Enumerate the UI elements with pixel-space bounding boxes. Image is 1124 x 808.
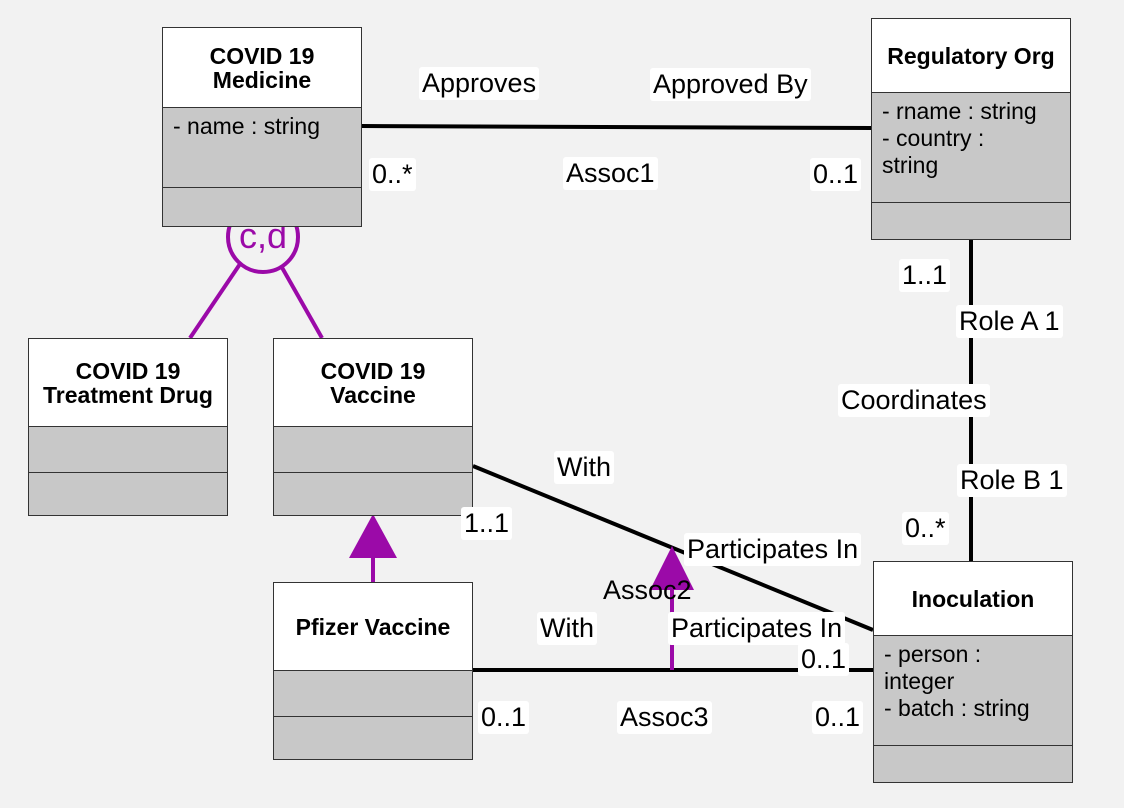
role-label-approved-by: Approved By bbox=[650, 68, 811, 101]
multiplicity-label: 0..* bbox=[369, 158, 416, 191]
class-inoculation[interactable]: Inoculation - person : integer - batch :… bbox=[873, 561, 1073, 783]
multiplicity-label: 0..1 bbox=[810, 158, 862, 191]
attribute-compartment: - person : integer - batch : string bbox=[874, 636, 1072, 746]
multiplicity-label: 0..* bbox=[902, 512, 949, 545]
attribute: - rname : string - country : string bbox=[882, 98, 1037, 178]
association-name-coordinates: Coordinates bbox=[838, 384, 990, 417]
class-name: Regulatory Org bbox=[872, 19, 1070, 93]
role-label-with: With bbox=[537, 612, 597, 645]
class-name: COVID 19 Vaccine bbox=[274, 339, 472, 427]
class-name: Inoculation bbox=[874, 562, 1072, 636]
class-covid19-treatment-drug[interactable]: COVID 19 Treatment Drug bbox=[28, 338, 228, 516]
association-name-assoc2: Assoc2 bbox=[603, 575, 692, 605]
class-covid19-vaccine[interactable]: COVID 19 Vaccine bbox=[273, 338, 473, 516]
attribute-compartment bbox=[29, 427, 227, 473]
multiplicity-label: 1..1 bbox=[899, 259, 951, 292]
association-name-assoc3: Assoc3 bbox=[617, 701, 712, 734]
class-name: COVID 19 Treatment Drug bbox=[29, 339, 227, 427]
attribute-compartment: - rname : string - country : string bbox=[872, 93, 1070, 203]
attribute-compartment bbox=[274, 671, 472, 717]
assoc1-line[interactable] bbox=[361, 124, 872, 130]
association-name-assoc1: Assoc1 bbox=[563, 157, 658, 190]
attribute: - name : string bbox=[173, 113, 320, 139]
attribute-compartment: - name : string bbox=[163, 108, 361, 188]
gen-line-treatment[interactable] bbox=[188, 262, 242, 340]
role-label-approves: Approves bbox=[419, 67, 540, 100]
multiplicity-label: 0..1 bbox=[478, 701, 530, 734]
class-covid19-medicine[interactable]: COVID 19 Medicine - name : string bbox=[162, 27, 362, 227]
multiplicity-label: 0..1 bbox=[812, 701, 864, 734]
assoc-class-arrowhead bbox=[650, 546, 694, 590]
multiplicity-label: 1..1 bbox=[461, 507, 513, 540]
class-pfizer-vaccine[interactable]: Pfizer Vaccine bbox=[273, 582, 473, 760]
role-label-role-a: Role A 1 bbox=[956, 305, 1063, 338]
gen-line-vaccine[interactable] bbox=[278, 263, 324, 339]
role-label-participates-in: Participates In bbox=[668, 612, 846, 645]
generalization-arrowhead-vaccine bbox=[349, 514, 397, 558]
attribute: - person : integer - batch : string bbox=[884, 641, 1030, 721]
class-regulatory-org[interactable]: Regulatory Org - rname : string - countr… bbox=[871, 18, 1071, 240]
class-name: Pfizer Vaccine bbox=[274, 583, 472, 671]
role-label-with: With bbox=[554, 451, 614, 484]
role-label-participates-in: Participates In bbox=[684, 533, 862, 566]
multiplicity-label: 0..1 bbox=[798, 643, 850, 676]
class-name: COVID 19 Medicine bbox=[163, 28, 361, 108]
role-label-role-b: Role B 1 bbox=[957, 464, 1067, 497]
attribute-compartment bbox=[274, 427, 472, 473]
